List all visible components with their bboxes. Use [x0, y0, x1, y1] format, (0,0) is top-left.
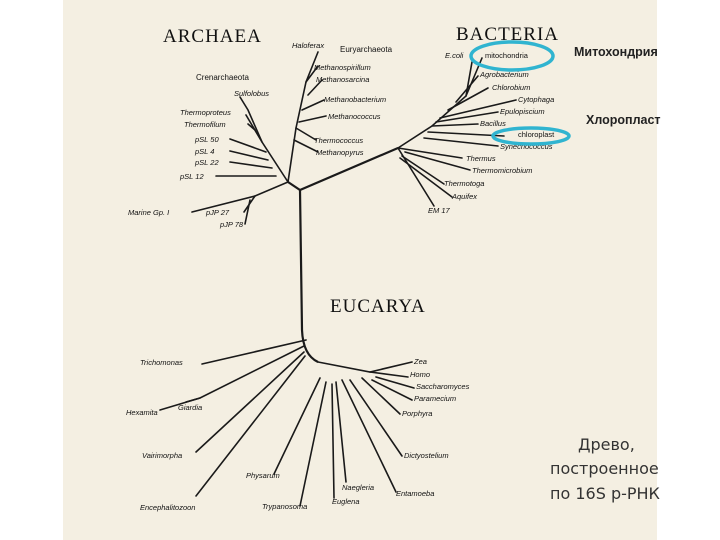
domain-title-archaea: ARCHAEA	[163, 26, 262, 47]
leaf-thermus: Thermus	[466, 154, 496, 163]
leaf-synechococcus: Synechococcus	[500, 142, 553, 151]
leaf-epulopiscium: Epulopiscium	[500, 107, 545, 116]
leaf-trypanosoma: Trypanosoma	[262, 502, 307, 511]
leaf-giardia: Giardia	[178, 403, 202, 412]
leaf-e-coli: E.coli	[445, 51, 464, 60]
eucarya-labels: Zea Homo Saccharomyces Paramecium Porphy…	[126, 357, 470, 512]
highlight-chloroplast-ellipse	[491, 126, 571, 146]
leaf-porphyra: Porphyra	[402, 409, 432, 418]
leaf-methanobacterium: Methanobacterium	[324, 95, 386, 104]
leaf-psl-50: pSL 50	[194, 135, 219, 144]
leaf-hexamita: Hexamita	[126, 408, 158, 417]
leaf-pjp-78: pJP 78	[219, 220, 244, 229]
leaf-thermotoga: Thermotoga	[444, 179, 484, 188]
leaf-chloroplast: chloroplast	[518, 130, 555, 139]
leaf-entamoeba: Entamoeba	[396, 489, 434, 498]
leaf-marine-gp-i: Marine Gp. I	[128, 208, 169, 217]
caption-line-3: по 16S р-РНК	[550, 484, 661, 503]
leaf-paramecium: Paramecium	[414, 394, 456, 403]
group-label-euryarchaeota: Euryarchaeota	[340, 45, 393, 54]
leaf-methanopyrus: Methanopyrus	[316, 148, 364, 157]
leaf-methanococcus: Methanococcus	[328, 112, 381, 121]
leaf-thermomicrobium: Thermomicrobium	[472, 166, 532, 175]
leaf-dictyostelium: Dictyostelium	[404, 451, 449, 460]
leaf-agrobacterium: Agrobacterium	[479, 70, 529, 79]
domain-title-eucarya: EUCARYA	[330, 296, 426, 317]
annotation-mitochondria: Митохондрия	[574, 45, 658, 59]
leaf-methanosarcina: Methanosarcina	[316, 75, 369, 84]
leaf-trichomonas: Trichomonas	[140, 358, 183, 367]
leaf-homo: Homo	[410, 370, 430, 379]
leaf-thermococcus: Thermococcus	[314, 136, 363, 145]
tree-trunk	[287, 146, 399, 363]
leaf-zea: Zea	[413, 357, 427, 366]
bacteria-branches	[397, 57, 517, 207]
leaf-sulfolobus: Sulfolobus	[234, 89, 269, 98]
bacteria-labels: E.coli mitochondria Agrobacterium Chloro…	[428, 51, 555, 215]
leaf-psl-12: pSL 12	[179, 172, 204, 181]
caption-line-1: Древо,	[578, 435, 635, 454]
leaf-euglena: Euglena	[332, 497, 360, 506]
leaf-thermoproteus: Thermoproteus	[180, 108, 231, 117]
leaf-vairimorpha: Vairimorpha	[142, 451, 182, 460]
leaf-cytophaga: Cytophaga	[518, 95, 554, 104]
leaf-mitochondria: mitochondria	[485, 51, 529, 60]
leaf-haloferax: Haloferax	[292, 41, 324, 50]
leaf-physarum: Physarum	[246, 471, 280, 480]
leaf-chlorobium: Chlorobium	[492, 83, 530, 92]
caption-line-2: построенное	[550, 459, 659, 478]
leaf-aquifex: Aquifex	[451, 192, 477, 201]
eucarya-branches	[159, 339, 415, 507]
leaf-encephalitozoon: Encephalitozoon	[140, 503, 195, 512]
annotation-chloroplast: Хлоропласт	[586, 113, 661, 127]
archaea-labels: Euryarchaeota Crenarchaeota Haloferax Me…	[128, 41, 393, 229]
domain-title-bacteria: BACTERIA	[456, 24, 559, 45]
leaf-em-17: EM 17	[428, 206, 451, 215]
group-label-crenarchaeota: Crenarchaeota	[196, 73, 249, 82]
leaf-bacillus: Bacillus	[480, 119, 506, 128]
leaf-saccharomyces: Saccharomyces	[416, 382, 470, 391]
leaf-methanospirillum: Methanospirillum	[314, 63, 371, 72]
leaf-naegleria: Naegleria	[342, 483, 374, 492]
leaf-pjp-27: pJP 27	[205, 208, 230, 217]
highlight-mitochondria-ellipse	[469, 40, 555, 72]
leaf-psl-22: pSL 22	[194, 158, 219, 167]
figure-background	[63, 0, 657, 540]
leaf-thermofilum: Thermofilum	[184, 120, 226, 129]
archaea-branches	[191, 51, 327, 225]
leaf-psl-4: pSL 4	[194, 147, 214, 156]
